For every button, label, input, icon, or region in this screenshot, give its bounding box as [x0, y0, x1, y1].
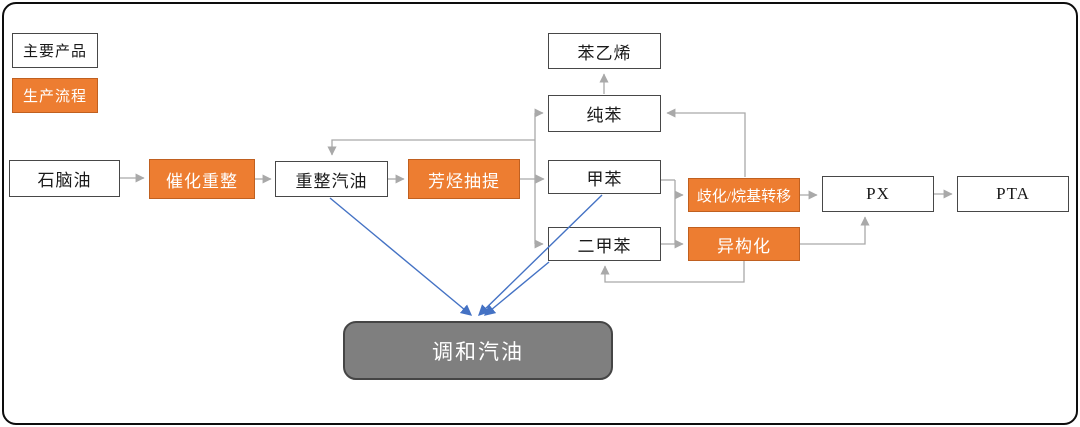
node-px: PX — [822, 176, 934, 212]
node-xylene: 二甲苯 — [548, 227, 661, 261]
node-isomerization: 异构化 — [688, 227, 800, 261]
node-disproportionation: 歧化/烷基转移 — [688, 178, 800, 212]
node-aromatics-extraction: 芳烃抽提 — [408, 159, 520, 199]
node-blended-gasoline: 调和汽油 — [343, 321, 613, 380]
legend-process: 生产流程 — [12, 78, 98, 113]
arrow-xylene-to-blended — [483, 261, 550, 316]
arrow-isomerization-to-xylene — [600, 261, 745, 283]
node-pta: PTA — [957, 176, 1069, 212]
node-naphtha: 石脑油 — [9, 160, 120, 197]
node-styrene: 苯乙烯 — [548, 33, 661, 69]
node-reformed-gasoline: 重整汽油 — [275, 161, 388, 197]
node-catalytic-reforming: 催化重整 — [149, 159, 255, 199]
arrow-recycle-to-reformed-top — [327, 139, 535, 156]
arrow-reformed-to-blended — [329, 197, 473, 316]
arrow-disproportionation-to-benzene — [666, 108, 746, 177]
arrow-isomerization-to-px — [800, 216, 870, 245]
node-benzene: 纯苯 — [548, 95, 661, 132]
legend-main-product: 主要产品 — [12, 33, 98, 68]
node-toluene: 甲苯 — [548, 160, 661, 194]
